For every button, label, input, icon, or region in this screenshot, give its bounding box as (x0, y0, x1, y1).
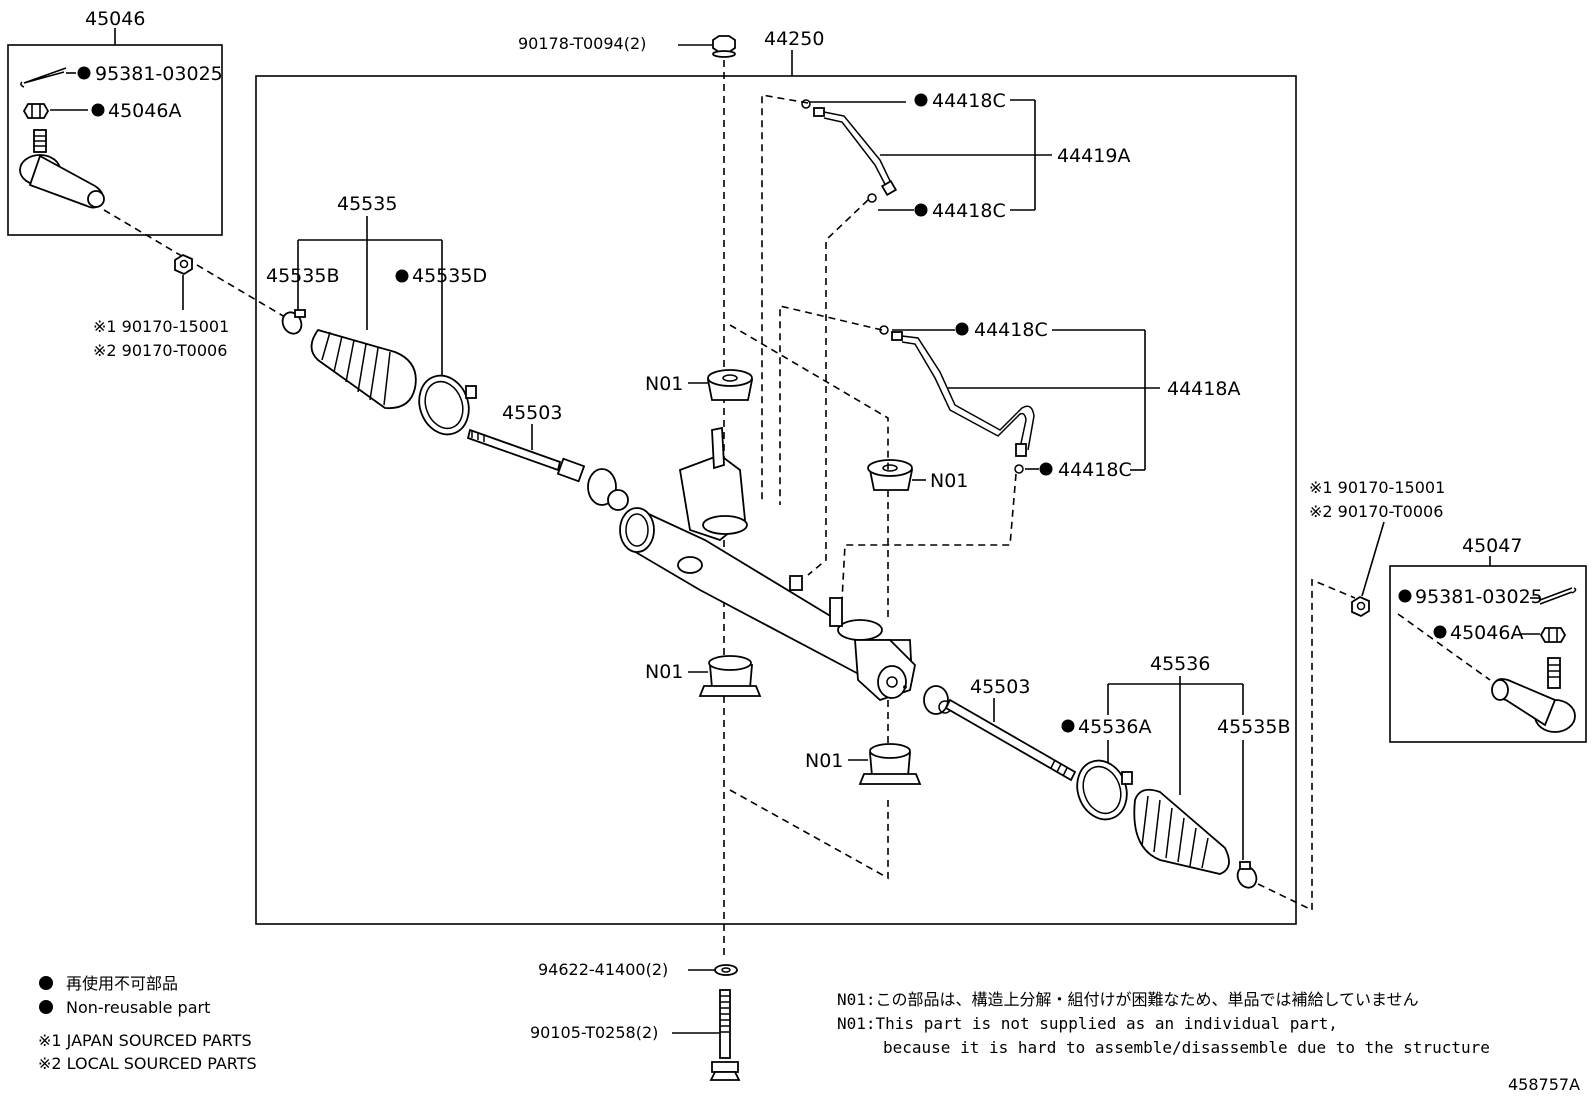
rack-boot-right-icon (1133, 788, 1230, 875)
legend-local-sourced: ※2 LOCAL SOURCED PARTS (38, 1054, 257, 1073)
bushing-right-end-icon (923, 685, 952, 715)
label-90170-15001-left: ※1 90170-15001 (93, 317, 229, 336)
castle-nut-icon (22, 103, 50, 119)
label-45503-left: 45503 (502, 402, 562, 424)
label-44418c-2: 44418C (932, 200, 1006, 222)
castle-nut-right-icon (1539, 627, 1567, 643)
nonreusable-dot (1433, 625, 1447, 639)
label-n01-4: N01 (805, 750, 843, 772)
boot-clamp-large-right-icon (1076, 759, 1133, 821)
nonreusable-dot (395, 269, 409, 283)
nonreusable-dot (914, 93, 928, 107)
label-45535d: 45535D (412, 265, 487, 287)
washer-icon (714, 964, 738, 976)
boot-clamp-small-right-icon (1236, 861, 1258, 889)
legend-nonreusable-jp: 再使用不可部品 (66, 974, 178, 993)
main-assembly-frame (255, 75, 1297, 925)
label-90105-t0258: 90105-T0258(2) (530, 1023, 658, 1042)
note-n01-en-2: because it is hard to assemble/disassemb… (883, 1038, 1490, 1057)
legend-nonreusable-en: Non-reusable part (66, 998, 210, 1017)
mount-bushing-lower-right-icon (858, 743, 922, 785)
label-45535b-left: 45535B (266, 265, 339, 287)
pressure-pipe-upper-icon (801, 99, 898, 203)
label-45503-right: 45503 (970, 676, 1030, 698)
nonreusable-dot (39, 1000, 53, 1014)
cotter-pin-right-icon (1539, 587, 1577, 605)
label-44418a: 44418A (1167, 378, 1240, 400)
mount-bushing-upper-right-icon (867, 459, 914, 491)
label-45536: 45536 (1150, 653, 1210, 675)
label-45047: 45047 (1462, 535, 1522, 557)
nonreusable-dot (1039, 462, 1053, 476)
nonreusable-dot (1061, 719, 1075, 733)
cotter-pin-icon (20, 67, 67, 88)
figure-id: 458757A (1508, 1075, 1580, 1094)
rack-boot-left-icon (310, 328, 417, 410)
nonreusable-dot (91, 103, 105, 117)
label-44250: 44250 (764, 28, 824, 50)
label-45535: 45535 (337, 193, 397, 215)
note-n01-en-1: N01:This part is not supplied as an indi… (837, 1014, 1338, 1033)
boot-clamp-small-left-icon (281, 309, 306, 335)
flange-nut-top-icon (712, 35, 736, 58)
nonreusable-dot (77, 66, 91, 80)
gear-housing-icon (619, 426, 916, 702)
label-94622-41400: 94622-41400(2) (538, 960, 668, 979)
bolt-icon (709, 989, 741, 1081)
label-45046: 45046 (85, 8, 145, 30)
nonreusable-dot (914, 203, 928, 217)
label-90170-t0006-right: ※2 90170-T0006 (1309, 502, 1443, 521)
boot-clamp-large-left-icon (418, 374, 477, 436)
label-95381-03025-left: 95381-03025 (95, 63, 223, 85)
label-44418c-4: 44418C (1058, 459, 1132, 481)
label-44418c-3: 44418C (974, 319, 1048, 341)
label-90170-t0006-left: ※2 90170-T0006 (93, 341, 227, 360)
label-45046a-right: 45046A (1450, 622, 1523, 644)
label-90178-t0094: 90178-T0094(2) (518, 34, 646, 53)
tie-rod-left-icon (466, 428, 629, 511)
nonreusable-dot (1398, 589, 1412, 603)
hex-nut-left-icon (174, 253, 193, 276)
tie-rod-end-right-frame (1389, 565, 1587, 743)
label-n01-1: N01 (645, 373, 683, 395)
tie-rod-end-left-icon (19, 129, 105, 209)
label-95381-03025-right: 95381-03025 (1415, 586, 1543, 608)
mount-bushing-upper-left-icon (706, 369, 754, 401)
legend-japan-sourced: ※1 JAPAN SOURCED PARTS (38, 1031, 252, 1050)
mount-bushing-lower-left-icon (698, 655, 762, 697)
label-44419a: 44419A (1057, 145, 1130, 167)
note-n01-jp: N01:この部品は、構造上分解・組付けが困難なため、単品では補給していません (837, 990, 1419, 1009)
tie-rod-right-icon (944, 698, 1077, 782)
label-45535b-right: 45535B (1217, 716, 1290, 738)
label-n01-3: N01 (645, 661, 683, 683)
tie-rod-end-right-icon (1491, 657, 1576, 733)
nonreusable-dot (955, 322, 969, 336)
hex-nut-right-icon (1351, 595, 1370, 618)
nonreusable-dot (39, 976, 53, 990)
label-45536a: 45536A (1078, 716, 1151, 738)
label-n01-2: N01 (930, 470, 968, 492)
label-44418c-1: 44418C (932, 90, 1006, 112)
pressure-pipe-lower-icon (879, 325, 1035, 474)
label-45046a-left: 45046A (108, 100, 181, 122)
label-90170-15001-right: ※1 90170-15001 (1309, 478, 1445, 497)
